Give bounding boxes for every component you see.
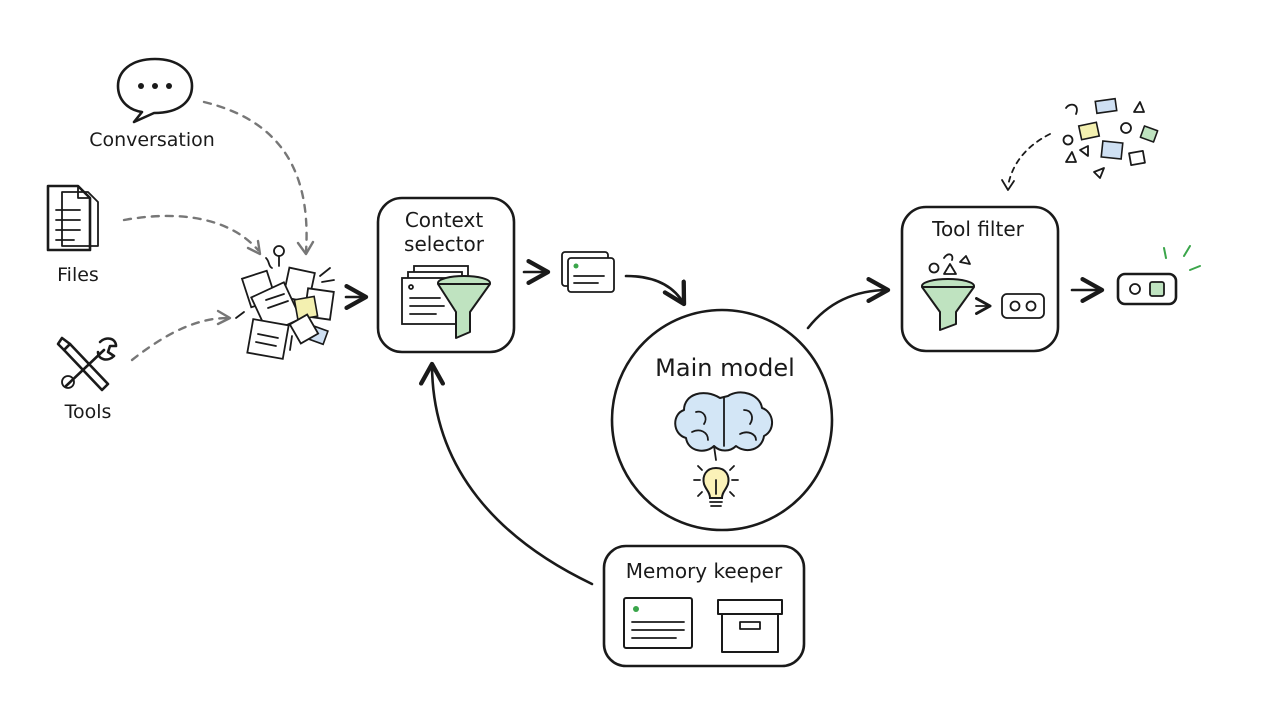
selected-tool-chip-icon xyxy=(1116,245,1201,306)
files-dashed-arrow xyxy=(122,214,260,252)
documents-icon xyxy=(46,184,99,252)
memory-keeper-box: Memory keeper xyxy=(602,544,806,668)
tool-filter-box: Tool filter xyxy=(900,205,1060,353)
conversation-dashed-arrow xyxy=(202,100,308,254)
memory-keeper-title: Memory keeper xyxy=(626,559,783,583)
context-selector-title-line1: Context xyxy=(405,208,484,232)
storage-box-icon xyxy=(717,599,783,653)
available-tools-scatter-icon xyxy=(1062,97,1159,179)
doc-to-model-arrow xyxy=(624,274,687,307)
files-label: Files xyxy=(57,264,99,286)
conversation-source: Conversation xyxy=(89,57,215,151)
scattered-documents-pile-icon xyxy=(235,245,335,360)
filtered-tools-chip-icon xyxy=(1001,293,1045,319)
speech-bubble-icon xyxy=(116,57,194,124)
tool-filter-title: Tool filter xyxy=(931,217,1025,241)
files-source: Files xyxy=(46,184,99,286)
tools-source: Tools xyxy=(56,336,118,423)
lightbulb-icon xyxy=(693,465,739,507)
main-model-circle: Main model xyxy=(610,308,834,532)
conversation-label: Conversation xyxy=(89,129,215,151)
wrench-screwdriver-icon xyxy=(56,336,118,392)
main-model-title: Main model xyxy=(655,354,795,382)
incoming-shapes-icon xyxy=(928,253,971,275)
selected-context-doc-icon xyxy=(561,251,615,293)
memory-note-icon xyxy=(623,597,693,649)
funnel-icon xyxy=(921,278,975,331)
tools-inflow-arrow xyxy=(1007,133,1051,187)
tools-dashed-arrow xyxy=(130,316,230,362)
context-selector-box: Context selector xyxy=(376,196,516,354)
tools-label: Tools xyxy=(64,401,112,423)
funnel-icon xyxy=(437,275,491,339)
context-selector-title-line2: selector xyxy=(404,232,485,256)
brain-icon xyxy=(674,391,773,461)
memory-to-selector-arrow xyxy=(419,361,594,586)
model-to-filter-arrow xyxy=(806,277,891,330)
